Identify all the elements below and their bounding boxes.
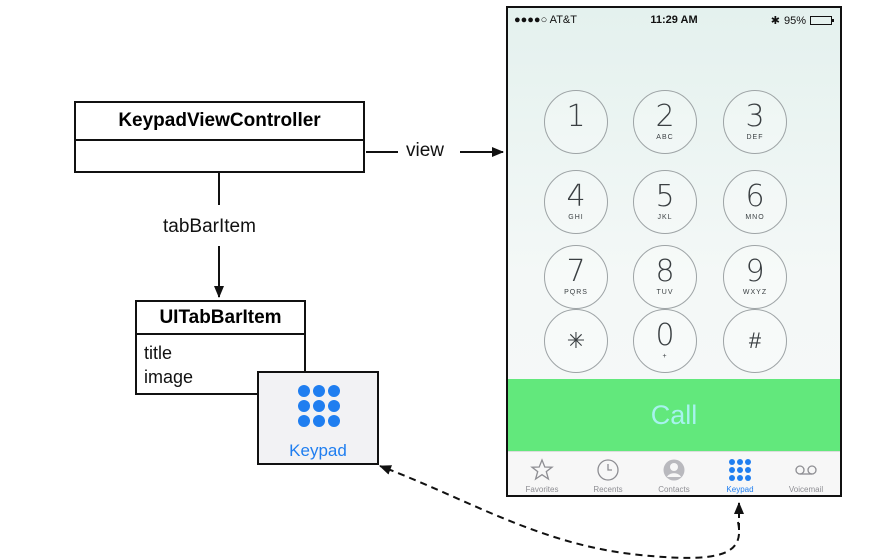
tab-label: Keypad: [726, 485, 754, 494]
tab-contacts[interactable]: Contacts: [642, 452, 706, 495]
dial-key-letters: DEF: [746, 134, 764, 141]
dial-key-digit: ✳: [566, 328, 586, 353]
keypad-view-controller-box: KeypadViewController: [74, 101, 365, 173]
contact-icon: [663, 459, 685, 481]
tab-keypad[interactable]: Keypad: [708, 452, 772, 495]
tab-bar: Favorites Recents Contacts Keypad Voicem…: [508, 451, 840, 495]
dial-key-letters: MNO: [745, 214, 765, 221]
tab-bar-item-label: tabBarItem: [163, 216, 256, 237]
status-bar: ●●●●○ AT&T 11:29 AM ✱ 95%: [508, 8, 840, 32]
dial-key[interactable]: #: [723, 309, 787, 373]
battery-percent: 95%: [783, 14, 806, 27]
dial-key-digit: 8: [655, 254, 675, 289]
dial-key-letters: JKL: [657, 214, 673, 221]
dial-key[interactable]: 1: [544, 90, 608, 154]
dial-key-digit: #: [748, 328, 762, 353]
tab-label: Contacts: [658, 485, 690, 494]
dial-key-digit: 2: [655, 99, 675, 134]
keypad-preview-label: Keypad: [289, 441, 347, 460]
dial-key-digit: 6: [745, 179, 765, 214]
dial-key-letters: WXYZ: [742, 289, 768, 296]
dial-key-letters: GHI: [568, 214, 584, 221]
dial-key-digit: 0: [655, 318, 675, 353]
uitabbaritem-title: UITabBarItem: [137, 302, 304, 335]
dial-key-letters: TUV: [656, 289, 674, 296]
tab-label: Recents: [593, 485, 623, 494]
attribute-image: image: [144, 367, 194, 387]
keypad-icon: [298, 385, 340, 427]
star-icon: [530, 458, 554, 481]
dial-key-digit: 5: [655, 179, 675, 214]
tab-label: Voicemail: [788, 485, 824, 494]
carrier-signal: ●●●●○ AT&T: [514, 14, 577, 26]
attribute-title: title: [144, 343, 173, 363]
status-time: 11:29 AM: [650, 14, 698, 26]
dial-key-digit: 3: [745, 99, 765, 134]
voicemail-icon: [795, 465, 817, 475]
keypad-view-controller-title: KeypadViewController: [76, 103, 363, 141]
dial-key-digit: 1: [566, 99, 586, 134]
dial-key-letters: ABC: [656, 134, 674, 141]
view-label: view: [406, 140, 445, 161]
dial-key-digit: 7: [566, 254, 586, 289]
dial-key-digit: 4: [566, 179, 586, 214]
dial-key-letters: +: [662, 353, 668, 360]
dial-key[interactable]: 0+: [633, 309, 697, 373]
keypad-tab-item-preview: Keypad: [257, 371, 379, 465]
dial-key-letters: PQRS: [564, 289, 588, 296]
battery-icon: [810, 16, 834, 25]
battery-status: ✱ 95%: [770, 14, 834, 27]
tab-label: Favorites: [525, 485, 559, 494]
clock-icon: [597, 459, 619, 481]
tab-favorites[interactable]: Favorites: [510, 452, 574, 495]
tab-recents[interactable]: Recents: [576, 452, 640, 495]
keypad-icon: [729, 459, 751, 481]
dial-key[interactable]: ✳: [544, 309, 608, 373]
call-button[interactable]: Call: [508, 379, 840, 451]
dial-key-digit: 9: [745, 254, 765, 289]
tab-voicemail[interactable]: Voicemail: [774, 452, 838, 495]
bluetooth-icon: ✱: [770, 15, 780, 27]
